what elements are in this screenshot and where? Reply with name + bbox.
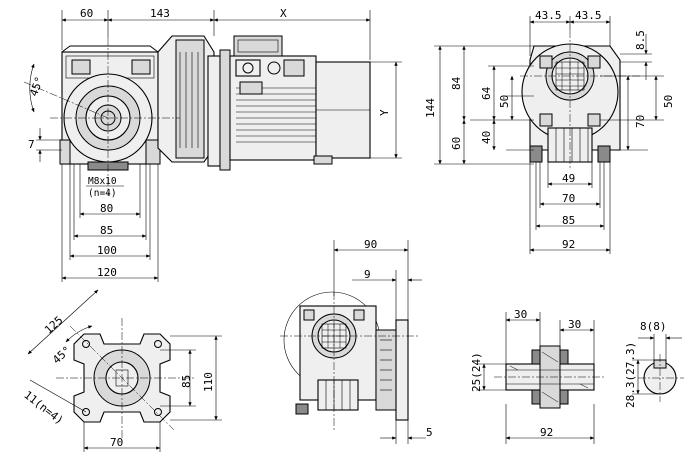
angle-line	[23, 81, 109, 119]
side-top-dims: 43.5 43.5	[529, 9, 611, 56]
dim-90: 90	[364, 238, 377, 251]
dim-84: 84	[450, 76, 463, 90]
shaft-dims: 30 30 25(24) 92	[470, 308, 595, 444]
gearbox-housing	[59, 45, 161, 171]
output-dims: 90 9 5	[333, 238, 433, 444]
front-bottom-dims: 80 85 100 120	[61, 164, 159, 282]
flange-adapter	[157, 35, 231, 171]
dim-50-left: 50	[498, 95, 511, 108]
motor-body	[229, 35, 371, 165]
output-housing	[283, 291, 409, 421]
dim-125: 125	[42, 314, 65, 337]
angle-arc	[29, 63, 35, 113]
dim-70-bottom: 70	[562, 192, 575, 205]
dim-92-side: 92	[562, 238, 575, 251]
key-dims: 8(8) 28.3(27.3)	[624, 320, 682, 408]
side-view: 43.5 43.5 8.5 144 84 60 64	[424, 9, 675, 254]
output-view: 90 9 5	[280, 238, 433, 444]
bolt-callout-1: M8x10	[88, 176, 117, 187]
dim-x: X	[280, 7, 287, 20]
dim-85-flange: 85	[180, 375, 193, 388]
dim-92-shaft: 92	[540, 426, 553, 439]
dim-40: 40	[480, 131, 493, 144]
front-right-dims: Y	[370, 61, 402, 159]
dim-y: Y	[378, 109, 391, 116]
dim-43-5-b: 43.5	[575, 9, 602, 22]
dim-85: 85	[100, 224, 113, 237]
dim-64: 64	[480, 86, 493, 100]
dim-50-right: 50	[662, 95, 675, 108]
dim-angle-45: 45°	[27, 75, 46, 98]
side-right-dims: 70 50	[600, 75, 675, 151]
dim-120: 120	[97, 266, 117, 279]
dim-28-3: 28.3(27.3)	[624, 342, 637, 408]
key-view: 8(8) 28.3(27.3)	[624, 320, 684, 408]
dim-60: 60	[80, 7, 93, 20]
dim-60-side: 60	[450, 137, 463, 150]
dim-7: 7	[28, 138, 35, 151]
shaft-view: 30 30 25(24) 92	[470, 308, 606, 444]
dim-angle-45-flange: 45°	[50, 344, 73, 367]
dim-9: 9	[364, 268, 371, 281]
dim-25-24: 25(24)	[470, 352, 483, 392]
side-right-top-dims: 8.5	[620, 30, 652, 80]
dim-70-right: 70	[634, 115, 647, 128]
dim-49: 49	[562, 172, 575, 185]
dim-30-a: 30	[514, 308, 527, 321]
dim-5: 5	[426, 426, 433, 439]
front-view: 60 143 X 45° 7 M8x10 (n=4)	[23, 7, 402, 282]
front-top-dims: 60 143 X	[61, 7, 371, 60]
dim-70-flange: 70	[110, 436, 123, 449]
dim-43-5-a: 43.5	[535, 9, 562, 22]
dim-144: 144	[424, 98, 437, 118]
dim-30-b: 30	[568, 318, 581, 331]
flange-view: 125 45° 11(n=4) 85 110 70	[21, 289, 222, 452]
side-bottom-dims: 49 70 85 92	[529, 162, 611, 254]
dim-80: 80	[100, 202, 113, 215]
front-left-dims: 7	[28, 128, 62, 162]
dim-8-8: 8(8)	[640, 320, 667, 333]
bolt-callout-2: (n=4)	[88, 188, 117, 199]
dim-holes: 11(n=4)	[21, 388, 66, 427]
dim-143: 143	[150, 7, 170, 20]
dim-100: 100	[97, 244, 117, 257]
dim-110: 110	[202, 372, 215, 392]
dim-8-5: 8.5	[634, 30, 647, 50]
side-left-dims: 144 84 60 64 40 50	[424, 45, 534, 165]
side-housing	[521, 43, 621, 163]
dim-85-side: 85	[562, 214, 575, 227]
